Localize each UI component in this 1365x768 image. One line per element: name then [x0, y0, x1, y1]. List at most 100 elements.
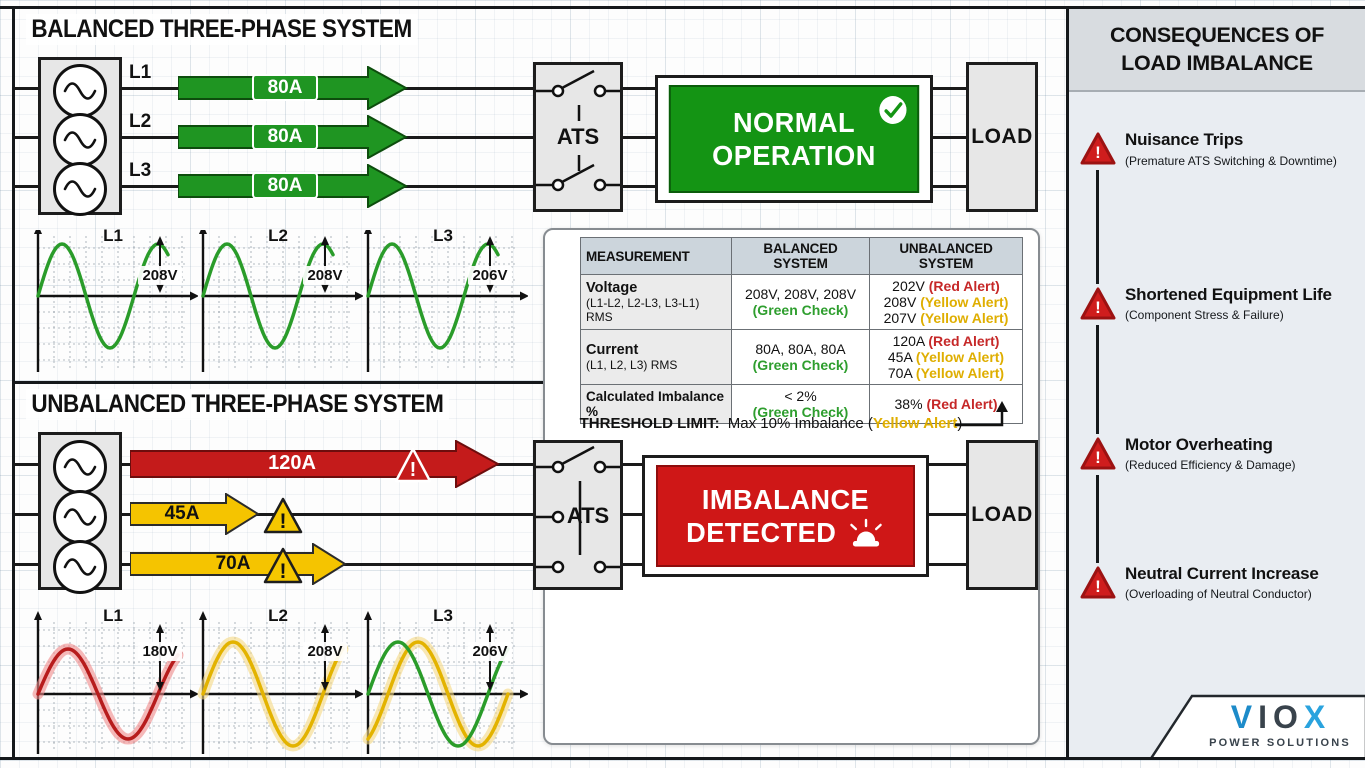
balanced-value: < 2% [784, 388, 817, 404]
svg-text:!: ! [1095, 577, 1101, 596]
balanced-section-title: BALANCED THREE-PHASE SYSTEM [26, 14, 418, 45]
waveform-voltage-label: 208V [303, 642, 347, 661]
consequence-title: Neutral Current Increase [1125, 564, 1319, 583]
wire-balanced-l3 [14, 185, 968, 188]
status-line2: OPERATION [712, 140, 876, 171]
logo-tagline: POWER SOLUTIONS [1209, 737, 1351, 749]
balanced-status: (Green Check) [752, 302, 849, 318]
wire-balanced-l2 [14, 136, 968, 139]
svg-text:!: ! [1095, 298, 1101, 317]
current-value-label: 70A [215, 553, 251, 574]
consequence-subtitle: (Premature ATS Switching & Downtime) [1125, 154, 1337, 168]
sidebar-title-line2: LOAD IMBALANCE [1121, 51, 1313, 75]
wire-unbalanced-l2 [14, 513, 968, 516]
col-unbalanced: UNBALANCED SYSTEM [869, 237, 1023, 275]
ac-source-icon [53, 440, 107, 494]
status-line1: NORMAL [732, 106, 856, 138]
current-value-badge: 80A [252, 172, 318, 199]
viox-logo: VIOX [1230, 699, 1332, 735]
ats-label: ATS [556, 124, 600, 149]
status-box-normal: NORMAL OPERATION [655, 75, 933, 203]
consequence-title: Nuisance Trips [1125, 130, 1244, 149]
warning-triangle-red-icon: ! [394, 447, 432, 483]
current-value-label: 120A [268, 452, 316, 474]
balanced-status: (Green Check) [752, 404, 849, 420]
warning-triangle-icon: ! [1080, 287, 1116, 320]
ats-label: ATS [566, 503, 610, 528]
table-header-row: MEASUREMENT BALANCED SYSTEM UNBALANCED S… [580, 237, 1023, 275]
generator-box-balanced [38, 57, 122, 216]
phase-label-l2: L2 [129, 111, 152, 132]
svg-text:!: ! [1095, 448, 1101, 467]
consequence-subtitle: (Component Stress & Failure) [1125, 308, 1284, 322]
svg-text:!: ! [280, 510, 287, 533]
unbalanced-value: 207V (Yellow Alert) [883, 310, 1009, 326]
comparison-table: MEASUREMENT BALANCED SYSTEM UNBALANCED S… [580, 237, 1023, 424]
frame-bottom [0, 757, 1365, 760]
current-value-badge: 80A [252, 123, 318, 150]
ats-box-balanced: ATS [533, 62, 623, 212]
waveform-phase-label: L1 [103, 226, 123, 245]
ac-source-icon [53, 162, 107, 216]
phase-label-l1: L1 [129, 62, 152, 83]
ac-source-icon [53, 113, 107, 167]
balanced-value: 80A, 80A, 80A [755, 341, 846, 357]
sidebar-title: CONSEQUENCES OF LOAD IMBALANCE [1069, 6, 1365, 92]
ats-switch-symbol [536, 69, 620, 192]
waveform-voltage-label: 208V [138, 266, 182, 285]
frame-top [0, 6, 1365, 9]
consequence-title: Motor Overheating [1125, 435, 1273, 454]
unbalanced-value: 45A (Yellow Alert) [887, 349, 1005, 365]
waveform-phase-label: L3 [433, 606, 453, 625]
waveform-phase-label: L3 [433, 226, 453, 245]
svg-text:!: ! [280, 560, 287, 583]
load-box-unbalanced: LOAD [966, 440, 1038, 590]
consequence-subtitle: (Overloading of Neutral Conductor) [1125, 587, 1312, 601]
warning-triangle-icon: ! [1080, 132, 1116, 165]
row-sublabel: (L1, L2, L3) RMS [586, 358, 678, 372]
row-label: Current [586, 342, 639, 358]
table-row-current: Current(L1, L2, L3) RMS 80A, 80A, 80A(Gr… [580, 329, 1023, 385]
balanced-value: 208V, 208V, 208V [744, 286, 857, 302]
logo-plaque [1148, 694, 1365, 760]
current-value-badge: 80A [252, 74, 318, 101]
unbalanced-value: 70A (Yellow Alert) [887, 365, 1005, 381]
siren-icon [850, 518, 882, 547]
waveform-chart-balanced-l3: L3 206V [360, 226, 528, 376]
unbalanced-value: 202V (Red Alert) [892, 278, 1000, 294]
consequence-subtitle: (Reduced Efficiency & Damage) [1125, 458, 1296, 472]
col-balanced: BALANCED SYSTEM [731, 237, 870, 275]
balanced-status: (Green Check) [752, 357, 849, 373]
warning-triangle-yellow-icon: ! [263, 497, 303, 534]
consequences-sidebar: CONSEQUENCES OF LOAD IMBALANCE ! Nuisanc… [1066, 6, 1365, 760]
row-label: Voltage [586, 280, 638, 296]
unbalanced-section-title: UNBALANCED THREE-PHASE SYSTEM [26, 389, 449, 420]
load-box-balanced: LOAD [966, 62, 1038, 212]
phase-label-l3: L3 [129, 160, 152, 181]
unbalanced-value: 208V (Yellow Alert) [883, 294, 1009, 310]
row-label: Calculated Imbalance % [586, 389, 725, 419]
table-row-voltage: Voltage(L1-L2, L2-L3, L3-L1) RMS 208V, 2… [580, 274, 1023, 330]
warning-triangle-yellow-icon: ! [263, 547, 303, 584]
warning-triangle-icon: ! [1080, 566, 1116, 599]
threshold-arrow [955, 401, 1008, 427]
waveform-voltage-label: 208V [303, 266, 347, 285]
status-box-imbalance: IMBALANCE DETECTED [642, 455, 929, 577]
unbalanced-value: 38% (Red Alert) [894, 396, 998, 412]
status-line1: IMBALANCE [701, 483, 870, 515]
sidebar-title-line1: CONSEQUENCES OF [1109, 23, 1325, 47]
wire-unbalanced-l3 [14, 563, 968, 566]
waveform-voltage-label: 206V [468, 266, 512, 285]
connector-line [1096, 325, 1099, 434]
ats-switch-symbol [536, 445, 620, 574]
ac-source-icon [53, 64, 107, 118]
current-value-label: 45A [164, 503, 200, 524]
svg-text:!: ! [410, 459, 417, 481]
ac-source-icon [53, 490, 107, 544]
section-divider [12, 381, 546, 384]
connector-line [1096, 170, 1099, 284]
